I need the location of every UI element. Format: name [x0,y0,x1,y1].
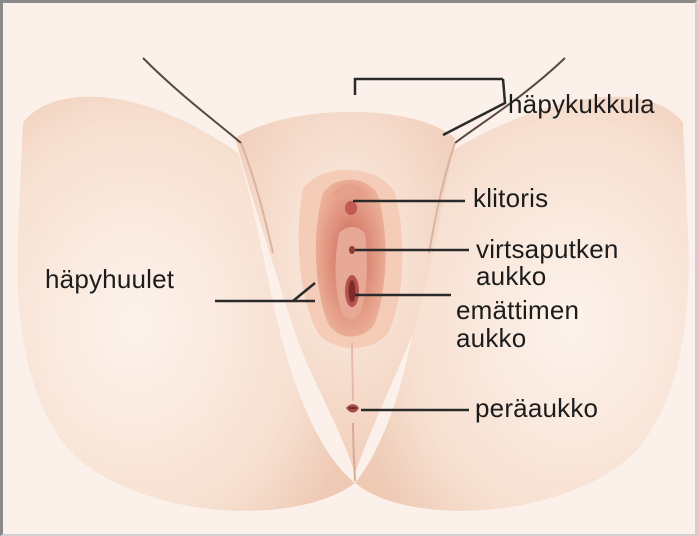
label-labia: häpyhuulet [45,266,174,292]
label-mons-pubis: häpykukkula [508,91,655,117]
label-clitoris: klitoris [473,185,548,211]
label-urethra-line1: virtsaputken [476,236,619,262]
clitoris-mark [345,201,357,215]
label-urethra-line2: aukko [476,263,546,289]
label-anus: peräaukko [475,395,598,421]
label-vagina-line1: emättimen [456,297,579,323]
label-vagina-line2: aukko [456,325,526,351]
urethra-mark [349,246,355,254]
